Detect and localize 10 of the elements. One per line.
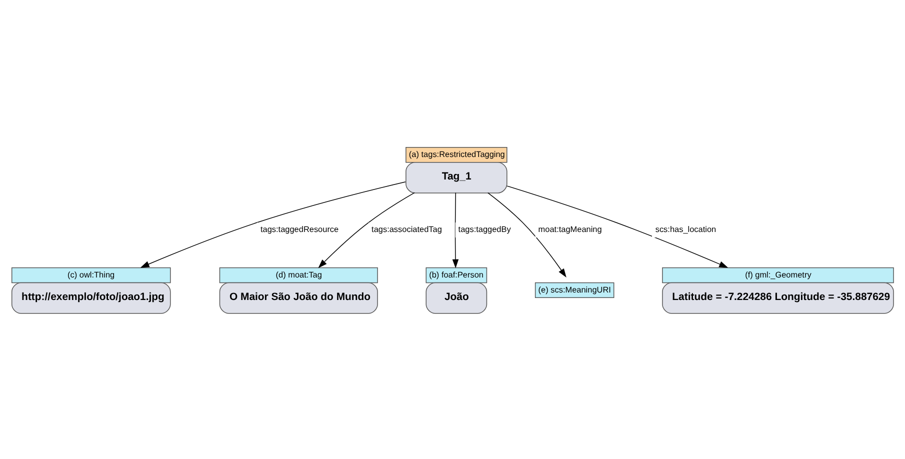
edge-label: scs:has_location: [655, 224, 716, 234]
arrow: [506, 185, 728, 268]
arrow: [452, 192, 459, 268]
arrow: [140, 181, 406, 268]
edge-label: tags:associatedTag: [372, 224, 442, 234]
edge-label: tags:taggedBy: [458, 224, 511, 234]
edge-label: moat:tagMeaning: [538, 224, 602, 234]
arrow: [318, 192, 415, 268]
arrow: [488, 192, 566, 278]
edge-label: tags:taggedResource: [260, 224, 339, 234]
